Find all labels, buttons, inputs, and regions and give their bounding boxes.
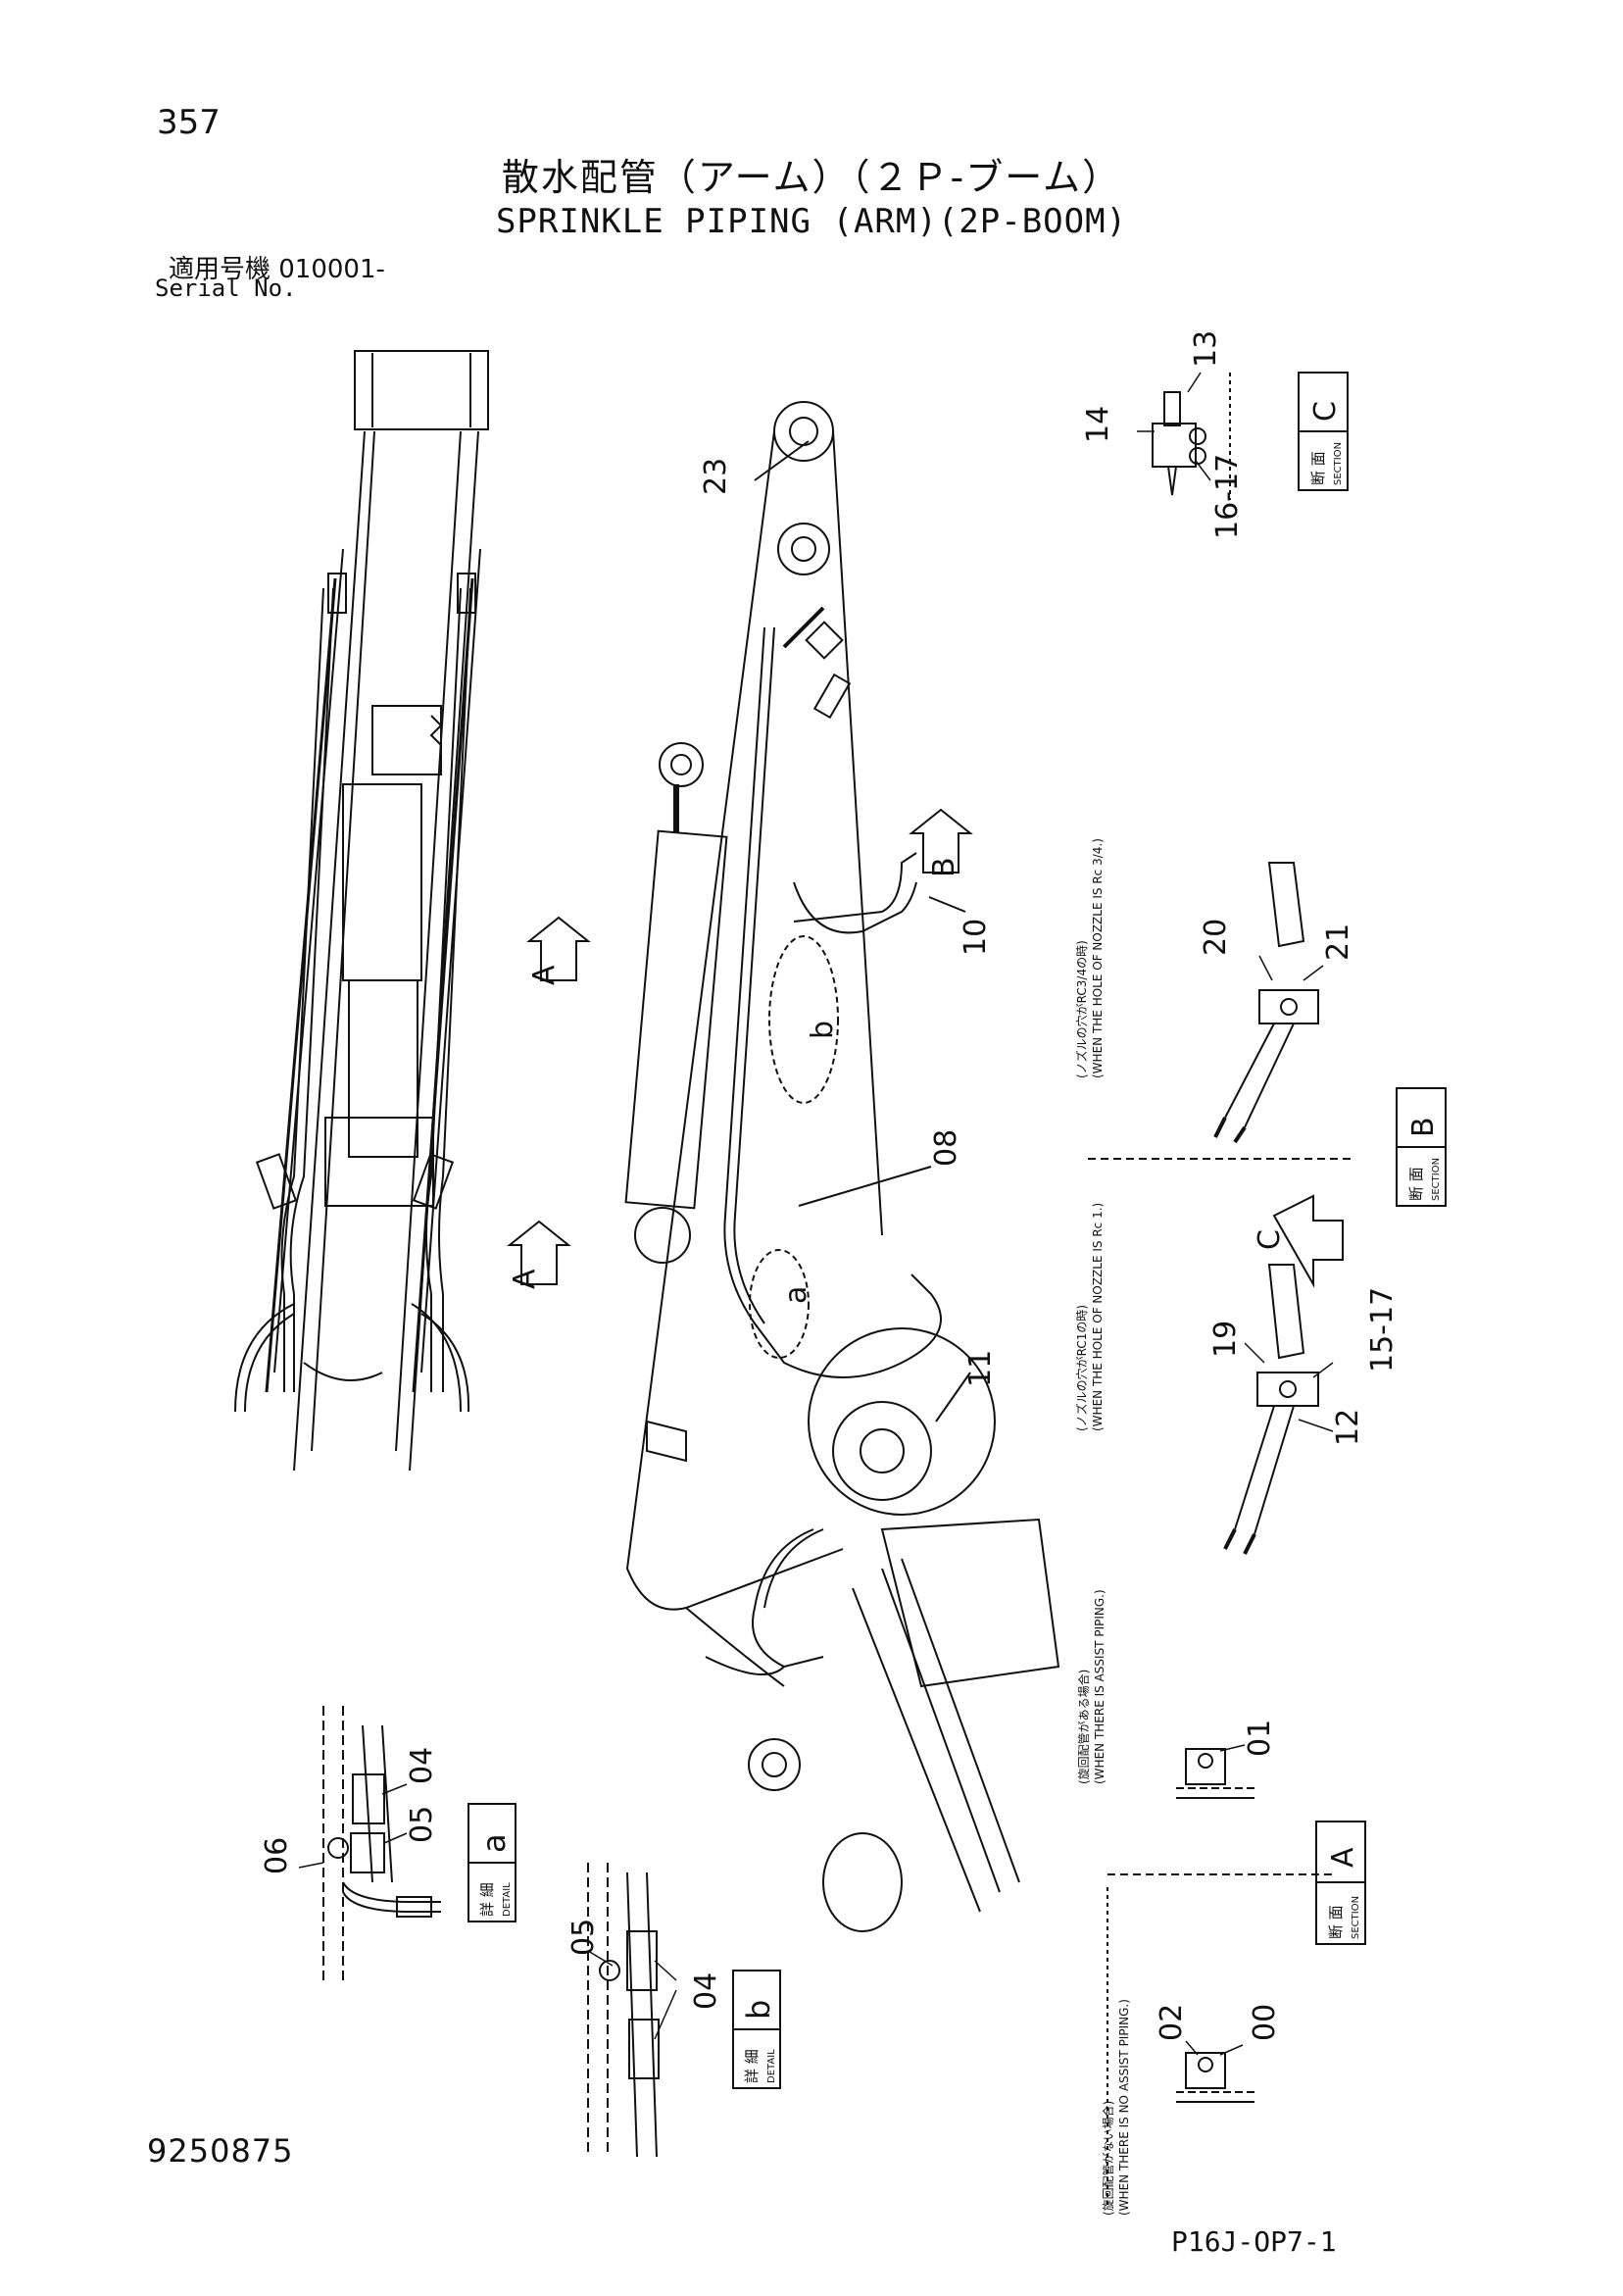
section-a-view-lower xyxy=(1176,2052,1254,2103)
section-c-jp: 断 面 xyxy=(1309,451,1327,485)
note-assist-yes-jp: (旋回配管がある場合) xyxy=(1076,1670,1091,1784)
view-arrow-a-upper xyxy=(526,916,591,981)
section-a-view-upper xyxy=(1176,1748,1254,1799)
vertical-notes: (ノズルの穴がRC3/4の時) (WHEN THE HOLE OF NOZZLE… xyxy=(1074,838,1131,2216)
part-label-00: 00 xyxy=(1248,2004,1282,2041)
part-label-08: 08 xyxy=(929,1129,963,1167)
note-assist-no-en: (WHEN THERE IS NO ASSIST PIPING.) xyxy=(1117,1999,1131,2216)
section-c-en: SECTION xyxy=(1333,442,1344,485)
section-b-jp: 断 面 xyxy=(1407,1167,1425,1201)
part-label-04-detail-b: 04 xyxy=(689,1972,723,2010)
detail-a-letter: a xyxy=(475,1833,513,1853)
part-label-16-17: 16-17 xyxy=(1210,454,1245,539)
part-label-19: 19 xyxy=(1208,1321,1243,1358)
arrow-a-label-upper: A xyxy=(527,965,562,985)
note-nozzle-34-jp: (ノズルの穴がRC3/4の時) xyxy=(1074,940,1089,1078)
part-label-05-detail-b: 05 xyxy=(566,1919,601,1956)
section-a-jp: 断 面 xyxy=(1327,1905,1345,1939)
detail-b-letter: b xyxy=(740,2000,777,2020)
section-b-box xyxy=(1396,1087,1447,1207)
section-b-en: SECTION xyxy=(1431,1158,1442,1201)
section-c-letter: C xyxy=(1308,401,1343,422)
detail-b-view xyxy=(587,1863,660,2158)
boom-top-view xyxy=(234,350,489,1472)
note-assist-yes-en: (WHEN THERE IS ASSIST PIPING.) xyxy=(1093,1589,1107,1784)
view-arrow-c xyxy=(1272,1194,1344,1288)
detail-ref-b: b xyxy=(806,1021,840,1039)
part-label-20: 20 xyxy=(1199,919,1233,956)
detail-b-en: DETAIL xyxy=(766,2049,777,2083)
part-label-13: 13 xyxy=(1189,330,1223,368)
part-labels: 23 10 08 11 b a 13 14 16-17 20 21 19 15-… xyxy=(260,330,1400,2041)
title-japanese: 散水配管（アーム）（２Ｐ-ブーム） xyxy=(501,156,1122,199)
detail-a-box xyxy=(467,1803,516,1922)
note-nozzle-34-en: (WHEN THE HOLE OF NOZZLE IS Rc 3/4.) xyxy=(1091,838,1105,1078)
arrow-c-label: C xyxy=(1253,1229,1287,1250)
page-number: 357 xyxy=(157,103,221,142)
detail-b-jp: 詳 細 xyxy=(743,2049,761,2083)
sheet-code: P16J-OP7-1 xyxy=(1171,2225,1337,2258)
part-label-01: 01 xyxy=(1243,1720,1277,1757)
section-b-view-upper xyxy=(1213,862,1319,1144)
part-label-11: 11 xyxy=(963,1350,998,1387)
part-label-15-17: 15-17 xyxy=(1365,1287,1400,1373)
part-label-23: 23 xyxy=(699,458,733,495)
detail-a-view xyxy=(322,1706,441,1980)
arrow-b-label: B xyxy=(927,857,961,877)
part-label-05-detail-a: 05 xyxy=(405,1806,439,1843)
detail-ref-a: a xyxy=(779,1286,813,1304)
arrow-a-label-lower: A xyxy=(508,1269,542,1289)
part-label-12: 12 xyxy=(1331,1409,1365,1446)
part-label-14: 14 xyxy=(1081,406,1115,443)
serial-label-english: Serial No. xyxy=(155,275,297,302)
view-arrow-b xyxy=(909,808,973,873)
part-label-02: 02 xyxy=(1155,2004,1189,2041)
note-nozzle-1-en: (WHEN THE HOLE OF NOZZLE IS Rc 1.) xyxy=(1091,1203,1105,1431)
view-arrow-a-lower xyxy=(507,1220,571,1285)
detail-a-jp: 詳 細 xyxy=(478,1882,496,1917)
section-a-box xyxy=(1315,1821,1366,1945)
detail-a-en: DETAIL xyxy=(502,1882,513,1917)
document-number: 9250875 xyxy=(147,2132,294,2170)
detail-b-box xyxy=(732,1970,781,2089)
section-c-box xyxy=(1298,372,1349,491)
title-english: SPRINKLE PIPING (ARM)(2P-BOOM) xyxy=(495,202,1128,241)
section-b-view-lower xyxy=(1223,1264,1319,1555)
part-label-21: 21 xyxy=(1321,923,1355,961)
part-label-06: 06 xyxy=(260,1837,294,1874)
section-a-letter: A xyxy=(1326,1847,1360,1868)
note-assist-no-jp: (旋回配管がない場合) xyxy=(1101,2101,1115,2216)
leader-lines xyxy=(298,372,1334,2056)
arm-side-view xyxy=(624,401,1060,1932)
serial-label-japanese: 適用号機 010001- xyxy=(169,255,385,284)
note-nozzle-1-jp: (ノズルの穴がRC1の時) xyxy=(1074,1305,1089,1431)
box-labels: C 断 面 SECTION B 断 面 SECTION A 断 面 SECTIO… xyxy=(475,401,1442,2083)
section-a-en: SECTION xyxy=(1351,1896,1361,1939)
part-label-10: 10 xyxy=(959,919,993,956)
part-label-04-detail-a: 04 xyxy=(405,1747,439,1784)
section-b-letter: B xyxy=(1406,1117,1441,1137)
